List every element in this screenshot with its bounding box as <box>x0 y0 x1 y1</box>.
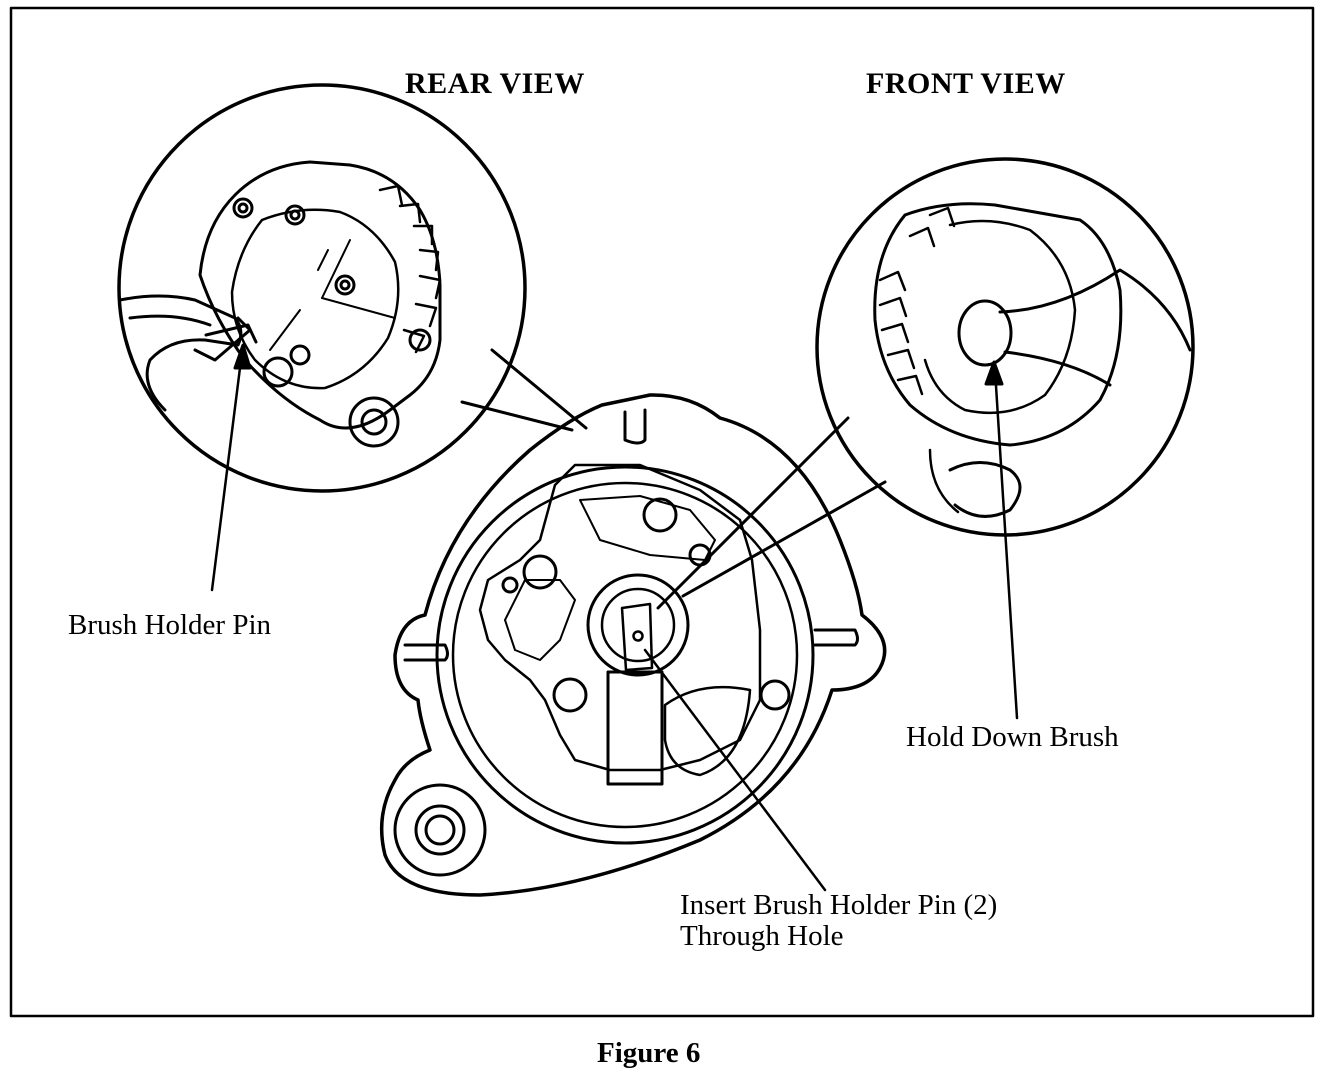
rear-view-connector <box>460 348 588 432</box>
figure-caption: Figure 6 <box>597 1037 701 1069</box>
alternator-end-housing <box>379 393 887 897</box>
rear-view-detail-circle <box>117 83 527 592</box>
hold-down-brush-label: Hold Down Brush <box>906 721 1119 753</box>
insert-pin-leader <box>643 648 827 892</box>
front-view-connector <box>656 416 887 610</box>
insert-pin-label-line2: Through Hole <box>680 920 844 952</box>
brush-holder-pin-label: Brush Holder Pin <box>68 609 271 641</box>
front-view-detail-circle <box>815 157 1195 720</box>
front-view-title: FRONT VIEW <box>866 67 1066 100</box>
rear-view-title: REAR VIEW <box>405 67 585 100</box>
insert-pin-label-line1: Insert Brush Holder Pin (2) <box>680 889 998 921</box>
figure-frame <box>9 6 1315 1018</box>
